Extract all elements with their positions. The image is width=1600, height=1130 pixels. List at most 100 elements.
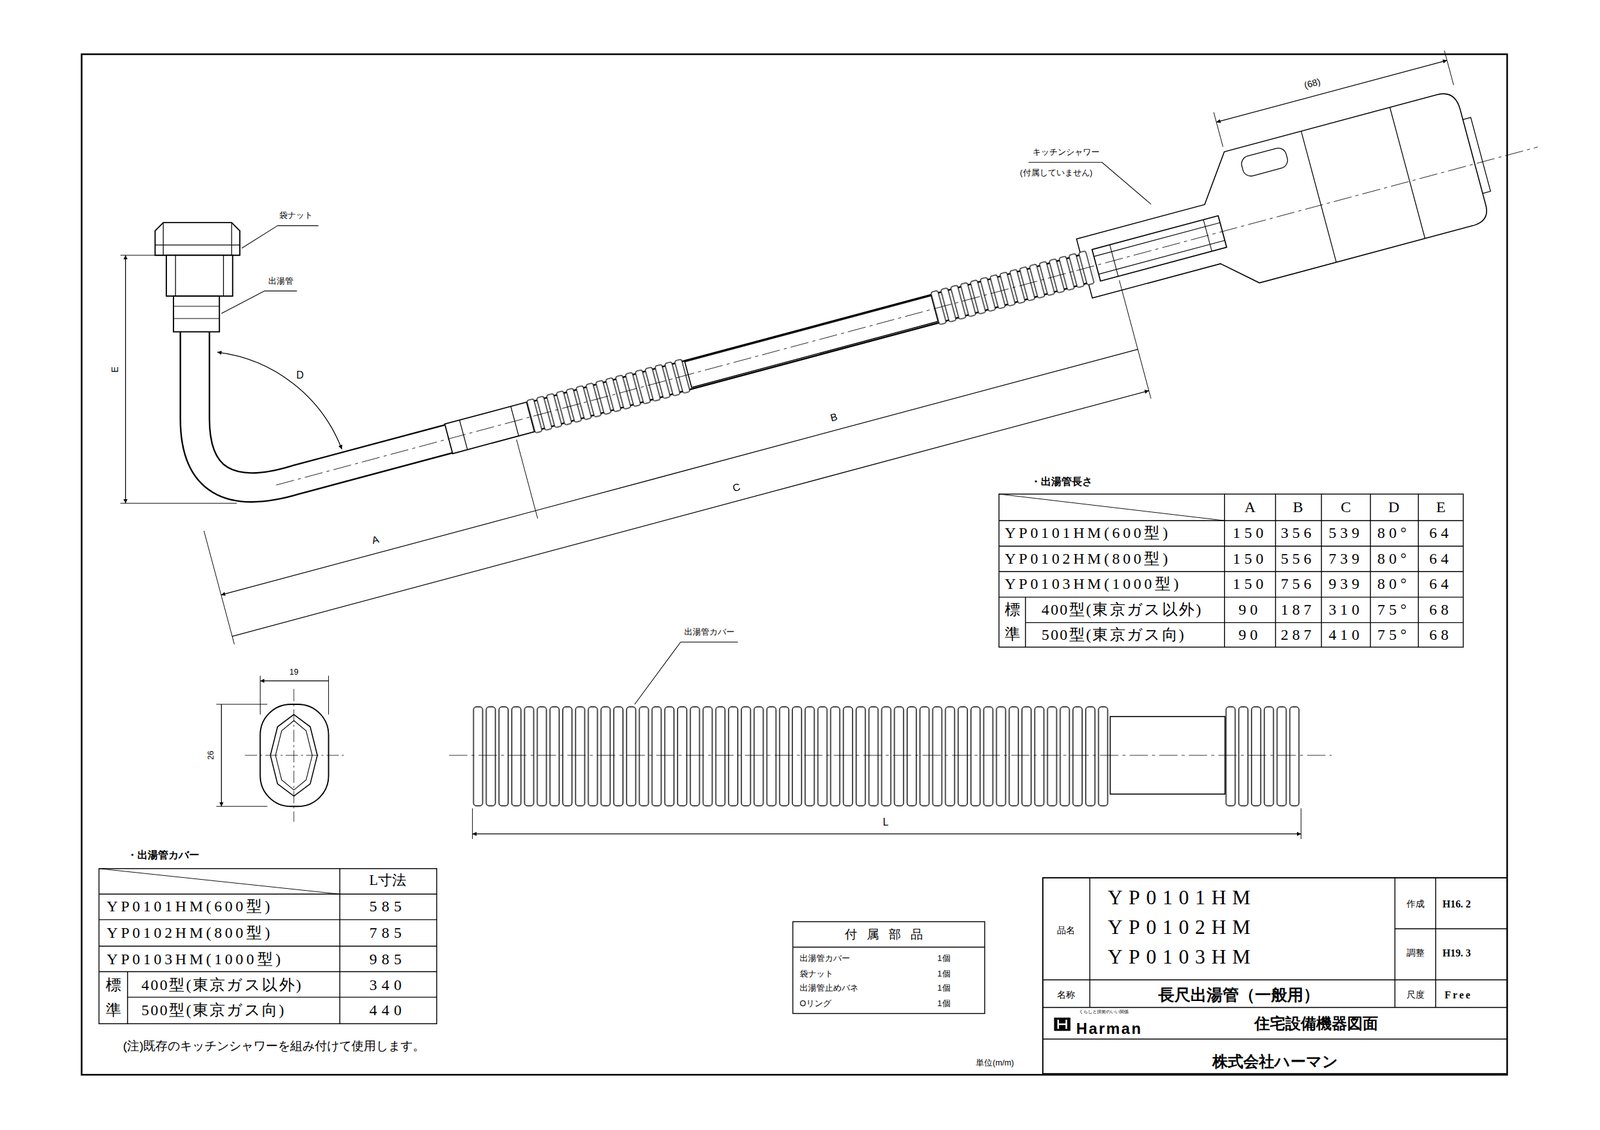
center-line bbox=[245, 688, 344, 822]
leader-line bbox=[634, 641, 738, 705]
table-header: A bbox=[1244, 498, 1257, 516]
parts-qty: 1個 bbox=[937, 984, 952, 994]
table-cell: 556 bbox=[1280, 549, 1316, 567]
table-lines bbox=[98, 493, 1508, 1074]
fitting-body bbox=[166, 255, 233, 297]
title-block-field: 名称 bbox=[1056, 989, 1076, 1001]
table-cell: 410 bbox=[1327, 626, 1364, 643]
table-cell: 500型(東京ガス向) bbox=[1040, 626, 1186, 643]
callout-label: 袋ナット bbox=[278, 211, 314, 221]
table-cell: 756 bbox=[1280, 575, 1316, 593]
center-line bbox=[276, 147, 1538, 485]
table-cell: 標 bbox=[1004, 601, 1021, 618]
cover-plain bbox=[684, 296, 939, 388]
parts-item: 出湯管カバー bbox=[799, 954, 851, 964]
logo-h bbox=[1058, 1019, 1067, 1029]
logo-text: Harman bbox=[1075, 1020, 1144, 1038]
table-cell: 150 bbox=[1232, 524, 1268, 542]
title-block-field: 品名 bbox=[1056, 925, 1076, 936]
parts-item: 袋ナット bbox=[799, 969, 834, 979]
table-cell: YP0102HM(800型) bbox=[106, 924, 275, 941]
table-cell: 準 bbox=[1004, 625, 1021, 643]
parts-item: Oリング bbox=[799, 999, 832, 1009]
table-cell: 90 bbox=[1237, 601, 1263, 618]
table-cell: YP0103HM(1000型) bbox=[1004, 575, 1183, 593]
dimension-line bbox=[221, 349, 1150, 637]
callout-label: 出湯管カバー bbox=[683, 628, 736, 638]
shower-lines bbox=[1301, 87, 1499, 262]
table-diagonal bbox=[998, 493, 1225, 521]
table-cell: 539 bbox=[1327, 524, 1364, 542]
table-cell: 150 bbox=[1232, 575, 1268, 593]
callout-label: キッチンシャワー bbox=[1031, 148, 1101, 158]
dimension-label: E bbox=[110, 365, 121, 374]
table-cell: 68 bbox=[1428, 626, 1453, 643]
table-cell: 64 bbox=[1428, 549, 1453, 567]
fitting-lines bbox=[175, 255, 224, 297]
product-code: YP0101HM bbox=[1107, 886, 1258, 910]
cover-ribs bbox=[526, 357, 693, 434]
hot-water-pipe bbox=[155, 222, 1113, 488]
table-cell: 739 bbox=[1327, 549, 1364, 567]
dimension-label: 19 bbox=[288, 668, 300, 678]
table-header: L寸法 bbox=[368, 872, 407, 889]
connector-lines bbox=[1091, 215, 1227, 281]
title-block-field: 尺度 bbox=[1405, 989, 1426, 1001]
leader-line bbox=[221, 290, 297, 314]
table-cell: 400型(東京ガス以外) bbox=[1040, 601, 1204, 618]
dimensions-and-leaders bbox=[120, 162, 1152, 705]
table-cell: 500型(東京ガス向) bbox=[140, 1001, 286, 1019]
shower-connector bbox=[1091, 215, 1227, 281]
date-value: H16. 2 bbox=[1441, 898, 1472, 910]
dimension-label: (68) bbox=[1302, 76, 1323, 91]
pipe-cover bbox=[448, 706, 1332, 840]
table-cell: YP0102HM(800型) bbox=[1004, 549, 1172, 567]
logo-square bbox=[1053, 1017, 1070, 1032]
thread-lines bbox=[173, 306, 220, 319]
table-cell: 287 bbox=[1280, 626, 1316, 643]
kitchen-shower bbox=[1064, 89, 1491, 326]
table-cell: 90 bbox=[1237, 626, 1263, 643]
table-cell: 985 bbox=[368, 950, 407, 968]
cover-cross-section bbox=[216, 675, 344, 822]
company-logo-mark bbox=[1053, 1017, 1070, 1032]
callout-label: 出湯管 bbox=[267, 277, 295, 287]
extension-line bbox=[216, 675, 329, 807]
table-cell: YP0101HM(600型) bbox=[106, 897, 275, 915]
extension-line bbox=[120, 255, 237, 504]
parts-qty: 1個 bbox=[937, 954, 952, 964]
table-cell: 標 bbox=[105, 976, 122, 994]
parts-qty: 1個 bbox=[937, 969, 952, 979]
table-grid bbox=[792, 946, 985, 948]
cover-table bbox=[98, 868, 437, 1025]
table-cell: 356 bbox=[1280, 524, 1316, 542]
drawing-type: 住宅設備機器図面 bbox=[1253, 1015, 1379, 1032]
table-cell: 310 bbox=[1327, 601, 1364, 618]
table-grid bbox=[998, 493, 1464, 647]
date-value: H19. 3 bbox=[1441, 947, 1472, 959]
table-cell: 準 bbox=[105, 1001, 122, 1019]
table-cell: 80° bbox=[1376, 549, 1412, 567]
dimension-label: 26 bbox=[207, 750, 217, 761]
table-cell: YP0103HM(1000型) bbox=[106, 950, 285, 968]
dimension-line bbox=[125, 255, 126, 504]
title-block-field: 作成 bbox=[1405, 898, 1426, 910]
table-diagonal bbox=[98, 868, 340, 895]
table-cell: 75° bbox=[1376, 626, 1412, 643]
table-cell: 64 bbox=[1428, 524, 1453, 542]
center-line bbox=[448, 755, 1332, 756]
table-cell: 187 bbox=[1280, 601, 1316, 618]
table-cell: 80° bbox=[1376, 524, 1412, 542]
table-cell: 939 bbox=[1327, 575, 1364, 593]
drawing-title: 長尺出湯管（一般用） bbox=[1157, 986, 1321, 1005]
dimension-label: L bbox=[882, 817, 890, 829]
leader-line bbox=[241, 225, 319, 249]
table-header: C bbox=[1340, 498, 1352, 516]
table-cell: YP0101HM(600型) bbox=[1004, 524, 1172, 542]
table-header: D bbox=[1387, 498, 1401, 516]
table-header: B bbox=[1292, 498, 1304, 516]
parts-qty: 1個 bbox=[937, 999, 952, 1009]
title-block-grid bbox=[1042, 877, 1508, 1039]
sheet-border bbox=[81, 54, 1508, 1075]
table-cell: 340 bbox=[368, 976, 407, 994]
